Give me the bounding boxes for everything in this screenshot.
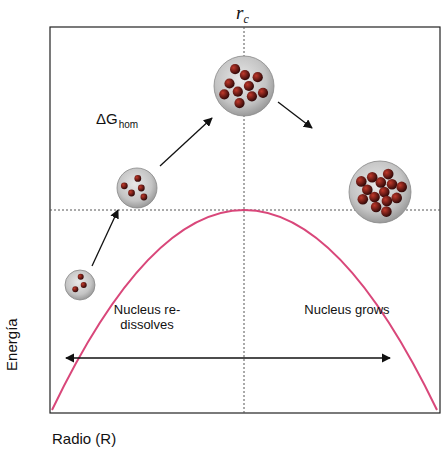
text-label: ΔG xyxy=(96,110,118,127)
atom-dot xyxy=(219,89,229,99)
range-arrow xyxy=(66,357,390,358)
text-label: r xyxy=(236,2,243,24)
energy-curve xyxy=(52,210,437,410)
atom-dot xyxy=(383,169,394,180)
text-label: Nucleus grows xyxy=(302,303,392,318)
atom-dot xyxy=(356,176,367,187)
atom-dot xyxy=(258,88,268,98)
atom-dot xyxy=(382,196,393,207)
atom-dot xyxy=(358,194,369,205)
growth-arrow xyxy=(278,102,312,128)
nucleus-cluster xyxy=(117,168,157,208)
atom-dot xyxy=(138,185,145,192)
plot-frame xyxy=(50,27,440,413)
atom-dot xyxy=(121,182,128,189)
atom-dot xyxy=(128,190,135,197)
atom-dot xyxy=(371,202,382,213)
atom-dot xyxy=(233,87,243,97)
growth-arrow xyxy=(92,210,118,266)
atom-dot xyxy=(240,70,250,80)
atom-dot xyxy=(381,206,392,217)
atom-dot xyxy=(224,78,234,88)
atom-dot xyxy=(367,172,378,183)
atom-dot xyxy=(141,194,148,201)
text-label: hom xyxy=(119,119,138,131)
nucleus-cluster xyxy=(214,56,274,116)
growth-arrow xyxy=(160,118,212,166)
atom-dot xyxy=(387,179,398,190)
text-label: Radio (R) xyxy=(52,430,116,447)
text-label: c xyxy=(243,13,248,27)
text-label: Energía xyxy=(3,318,20,371)
atom-dot xyxy=(391,193,402,204)
atom-dot xyxy=(234,98,244,108)
atom-dot xyxy=(244,81,254,91)
text-label: Nucleus re-dissolves xyxy=(98,303,196,333)
atom-dot xyxy=(134,175,141,182)
atom-dot xyxy=(230,64,240,74)
atom-dot xyxy=(247,91,257,101)
atom-dot xyxy=(379,187,390,198)
atom-dot xyxy=(78,274,84,280)
nucleus-cluster xyxy=(349,161,411,223)
atom-dot xyxy=(72,286,78,292)
atom-dot xyxy=(81,282,87,288)
atom-dot xyxy=(396,182,407,193)
atom-dot xyxy=(253,72,263,82)
nucleus-cluster xyxy=(65,270,95,300)
